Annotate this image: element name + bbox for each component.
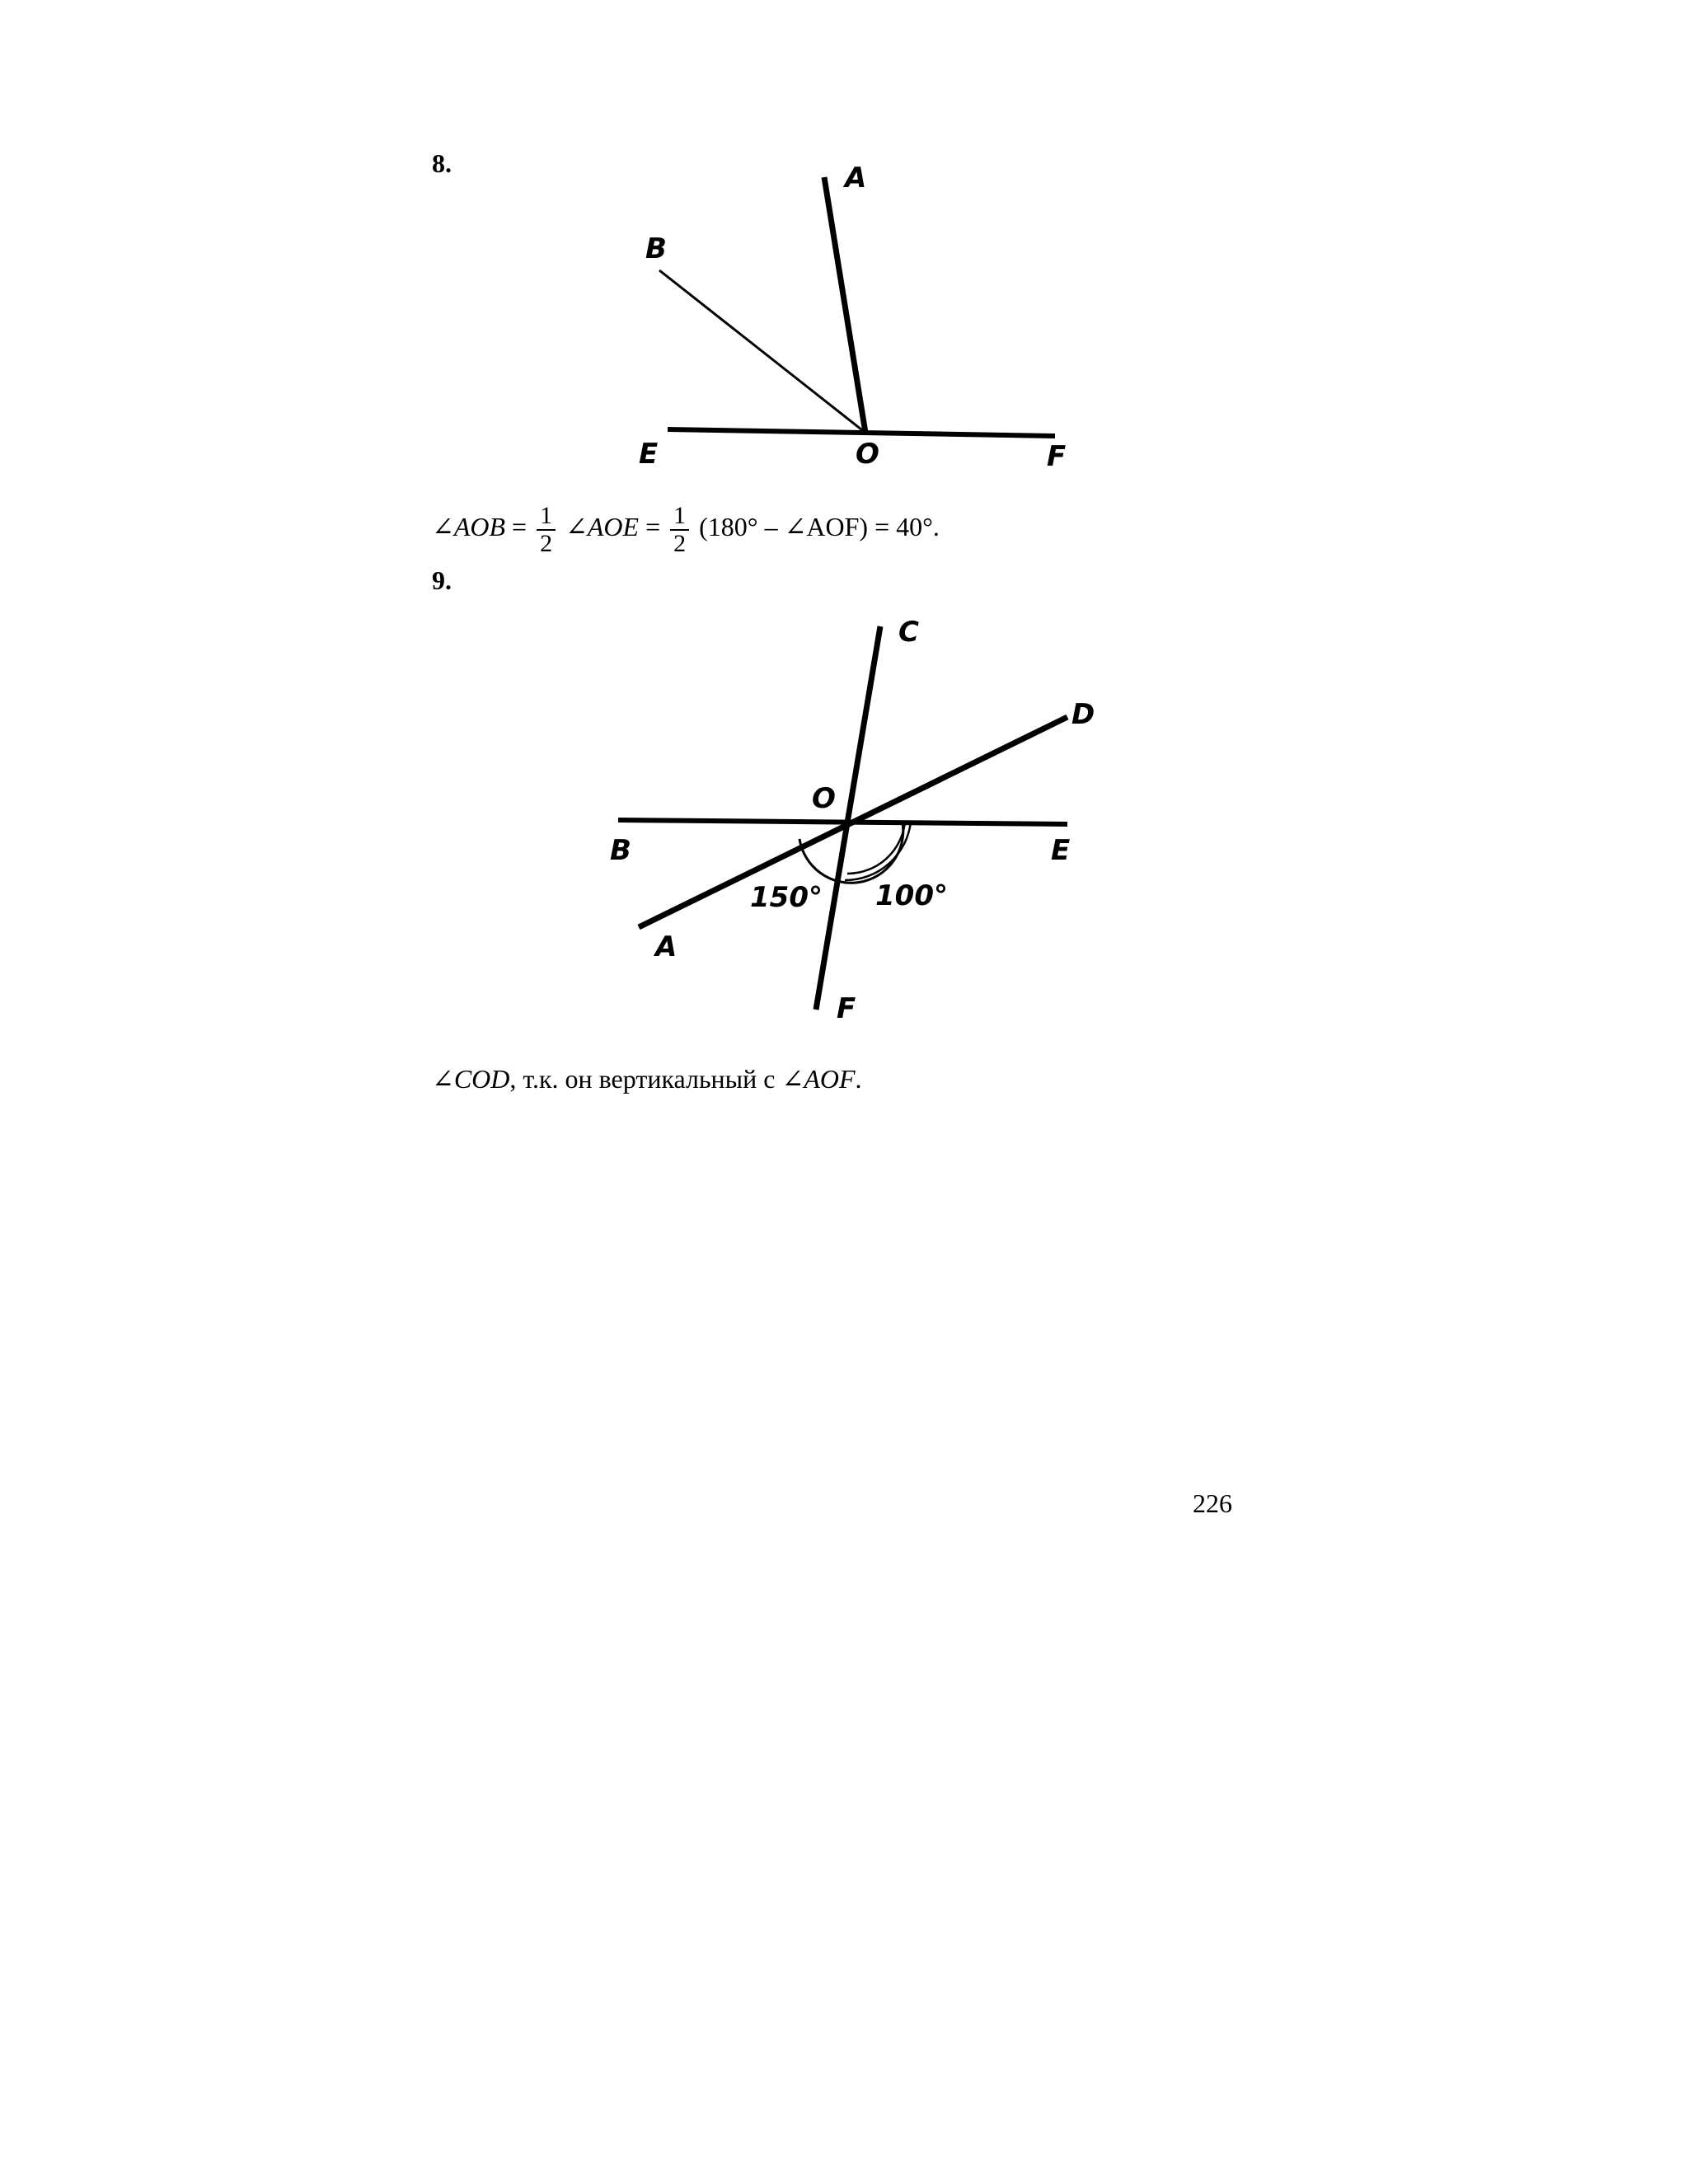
angle-arc-100-outer: [844, 821, 912, 882]
line-aod: [637, 714, 1069, 930]
ray-ob: [659, 269, 866, 434]
problem-8-formula: ∠AOB = 1 2 ∠AOE = 1 2 (180° – ∠AOF) = 40…: [432, 503, 940, 556]
angle-arc-150: [798, 822, 905, 884]
problem-9-answer: ∠COD, т.к. он вертикальный с ∠AOF.: [432, 1063, 862, 1094]
problem-8-diagram: A B E O F: [639, 162, 1066, 473]
fraction-1: 1 2: [537, 503, 556, 556]
label-f: F: [837, 992, 856, 1025]
formula-eq2: =: [645, 511, 661, 541]
formula-rest: (180° – ∠AOF) = 40°.: [699, 511, 940, 541]
fraction-2: 1 2: [670, 503, 690, 557]
label-e: E: [1051, 834, 1070, 867]
fraction-1-numerator: 1: [537, 503, 556, 531]
problem-9-number: 9.: [432, 565, 452, 595]
answer-angle-cod: ∠COD: [432, 1064, 510, 1094]
line-eof: [667, 427, 1056, 438]
ray-oa: [821, 176, 869, 434]
fraction-2-numerator: 1: [670, 503, 690, 531]
line-boe: [617, 818, 1068, 827]
label-b: B: [610, 834, 631, 867]
formula-lhs: ∠AOB: [432, 511, 506, 541]
label-a: A: [842, 162, 866, 194]
fraction-1-denominator: 2: [540, 529, 553, 557]
answer-angle-aof: ∠AOF: [781, 1064, 856, 1094]
label-f: F: [1047, 440, 1066, 473]
formula-eq1: =: [512, 511, 528, 541]
page-number: 226: [1193, 1488, 1232, 1518]
label-e: E: [639, 438, 658, 471]
angle-label-100: 100°: [875, 879, 948, 912]
problem-9-diagram: C D O B E A F 150° 100°: [610, 616, 1095, 1025]
problem-8-number: 8.: [432, 148, 452, 178]
label-b: B: [645, 232, 667, 265]
answer-text: , т.к. он вертикальный с: [509, 1064, 782, 1094]
fraction-2-denominator: 2: [673, 529, 687, 557]
label-o: O: [812, 782, 836, 815]
label-d: D: [1071, 698, 1095, 731]
line-cof: [813, 626, 884, 1010]
angle-arc-100-inner: [846, 821, 907, 875]
angle-label-150: 150°: [750, 881, 823, 914]
label-a: A: [653, 930, 677, 963]
formula-mid: ∠AOE: [565, 511, 640, 541]
answer-end: .: [855, 1064, 862, 1094]
label-c: C: [898, 616, 919, 649]
label-o: O: [856, 438, 879, 471]
